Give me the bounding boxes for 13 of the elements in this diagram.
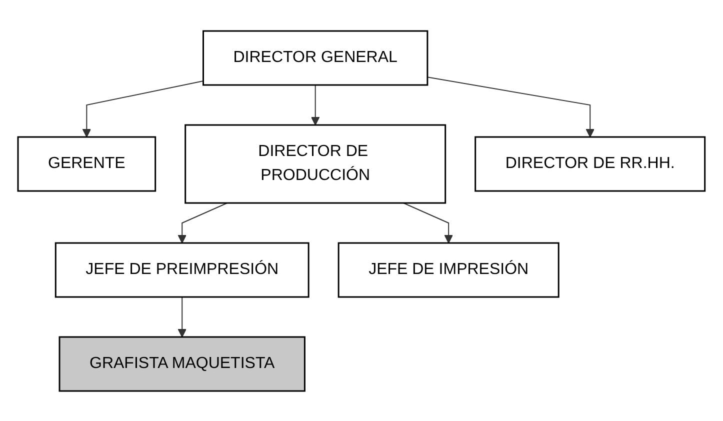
arrow [178, 202, 228, 243]
arrow [403, 202, 454, 243]
node-box: DIRECTOR DE PRODUCCIÓN [184, 124, 446, 204]
node-box: GERENTE [17, 136, 156, 192]
node-box: GRAFISTA MAQUETISTA [58, 336, 306, 392]
arrow [311, 84, 320, 125]
arrow [427, 76, 595, 137]
arrow [178, 296, 187, 337]
node-box: DIRECTOR DE RR.HH. [474, 136, 706, 192]
node-box: JEFE DE PREIMPRESIÓN [54, 242, 310, 298]
node-box: DIRECTOR GENERAL [202, 30, 428, 86]
arrow [82, 80, 204, 137]
node-box: JEFE DE IMPRESIÓN [338, 242, 560, 298]
